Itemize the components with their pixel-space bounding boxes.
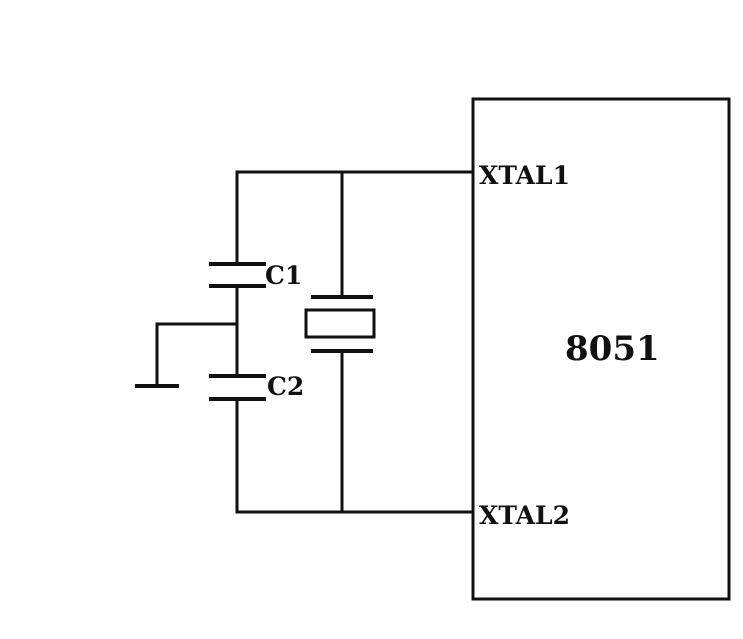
crystal-body xyxy=(304,308,376,339)
chip-8051-body xyxy=(471,97,731,601)
pin-label-xtal2: XTAL2 xyxy=(479,501,570,530)
label-c2: C2 xyxy=(267,372,304,401)
crystal-resonator xyxy=(304,295,376,353)
chip-label-8051: 8051 xyxy=(565,329,660,369)
capacitor-c2 xyxy=(209,374,266,401)
label-c1: C1 xyxy=(265,261,302,290)
pin-label-xtal1: XTAL1 xyxy=(479,161,570,190)
ground-symbol xyxy=(135,322,239,388)
capacitor-c1 xyxy=(209,262,266,288)
